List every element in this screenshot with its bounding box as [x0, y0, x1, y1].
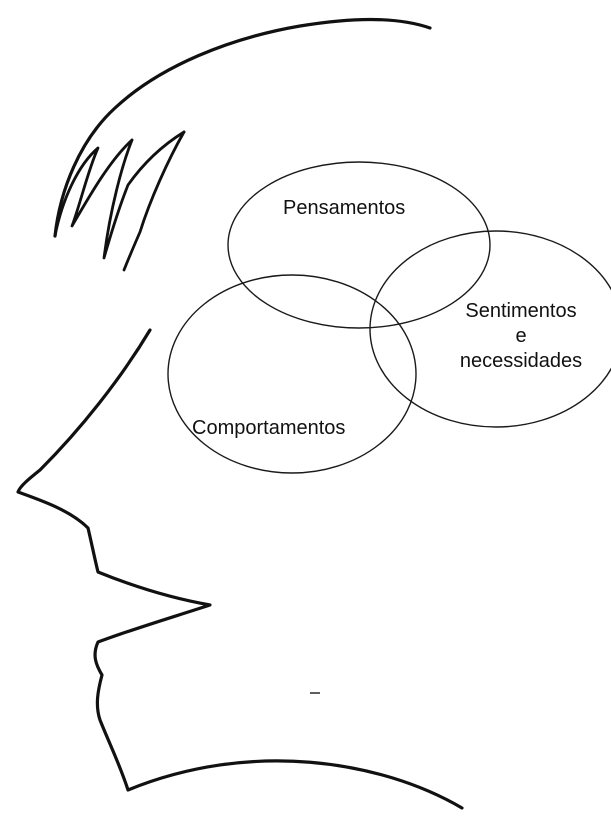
label-sentimentos-line-3: necessidades	[459, 350, 583, 372]
circle-sentimentos	[369, 230, 611, 428]
hair-strand-middle	[102, 130, 186, 260]
head-outline-top	[53, 17, 432, 238]
label-comportamentos: Comportamentos	[192, 417, 346, 439]
label-sentimentos-line-2: e	[515, 325, 527, 347]
circle-comportamentos	[167, 274, 417, 474]
label-pensamentos: Pensamentos	[283, 197, 406, 219]
label-sentimentos: Sentimentos e necessidades	[446, 299, 596, 374]
label-sentimentos-line-1: Sentimentos	[465, 300, 577, 322]
hair-strand-left	[53, 138, 134, 238]
face-profile	[16, 328, 464, 810]
hair-strand-right	[122, 130, 186, 272]
circle-pensamentos	[227, 161, 491, 329]
